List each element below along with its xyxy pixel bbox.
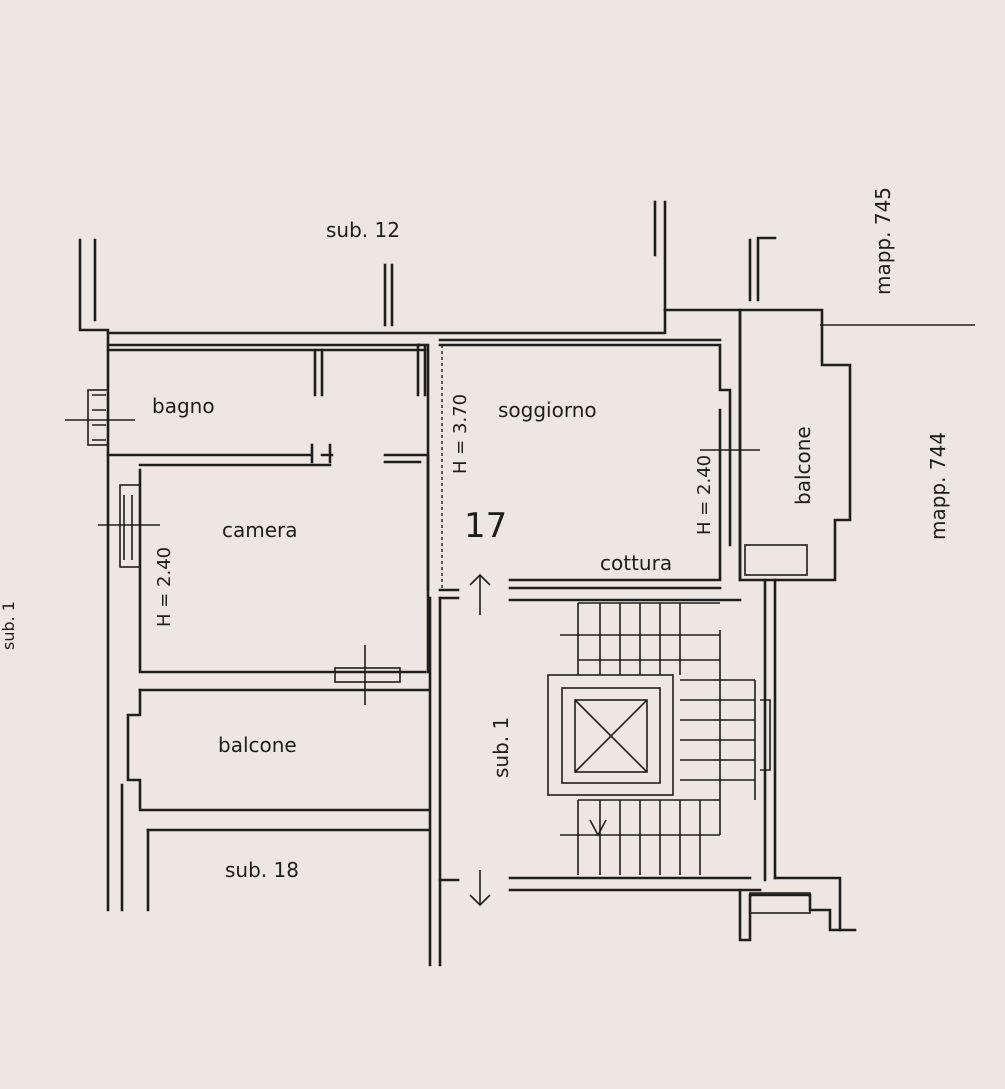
label-sub-18: sub. 18 xyxy=(225,858,299,882)
label-mapp-744: mapp. 744 xyxy=(926,432,950,540)
label-h-240-soggiorno: H = 2.40 xyxy=(694,455,715,535)
room-soggiorno-walls xyxy=(416,236,975,602)
label-sub-12: sub. 12 xyxy=(326,218,400,242)
label-bagno: bagno xyxy=(152,394,215,418)
label-h-240-camera: H = 2.40 xyxy=(154,547,175,627)
room-bagno-walls xyxy=(65,343,427,464)
stair-core xyxy=(547,602,771,875)
label-h-370: H = 3.70 xyxy=(450,394,471,474)
label-soggiorno: soggiorno xyxy=(498,398,597,422)
boundary-walls xyxy=(78,200,742,912)
label-camera: camera xyxy=(222,518,298,542)
label-sub-edge: sub. 1 xyxy=(0,601,18,650)
landing-walls xyxy=(428,573,857,967)
label-balcone-left: balcone xyxy=(218,733,297,757)
label-cottura: cottura xyxy=(600,551,672,575)
label-mapp-745: mapp. 745 xyxy=(871,187,895,295)
balcone-left-walls xyxy=(120,688,430,912)
room-camera-walls xyxy=(98,453,430,705)
label-unit-number: 17 xyxy=(464,506,507,546)
label-balcone-right: balcone xyxy=(791,426,815,505)
label-sub-1: sub. 1 xyxy=(489,717,513,778)
